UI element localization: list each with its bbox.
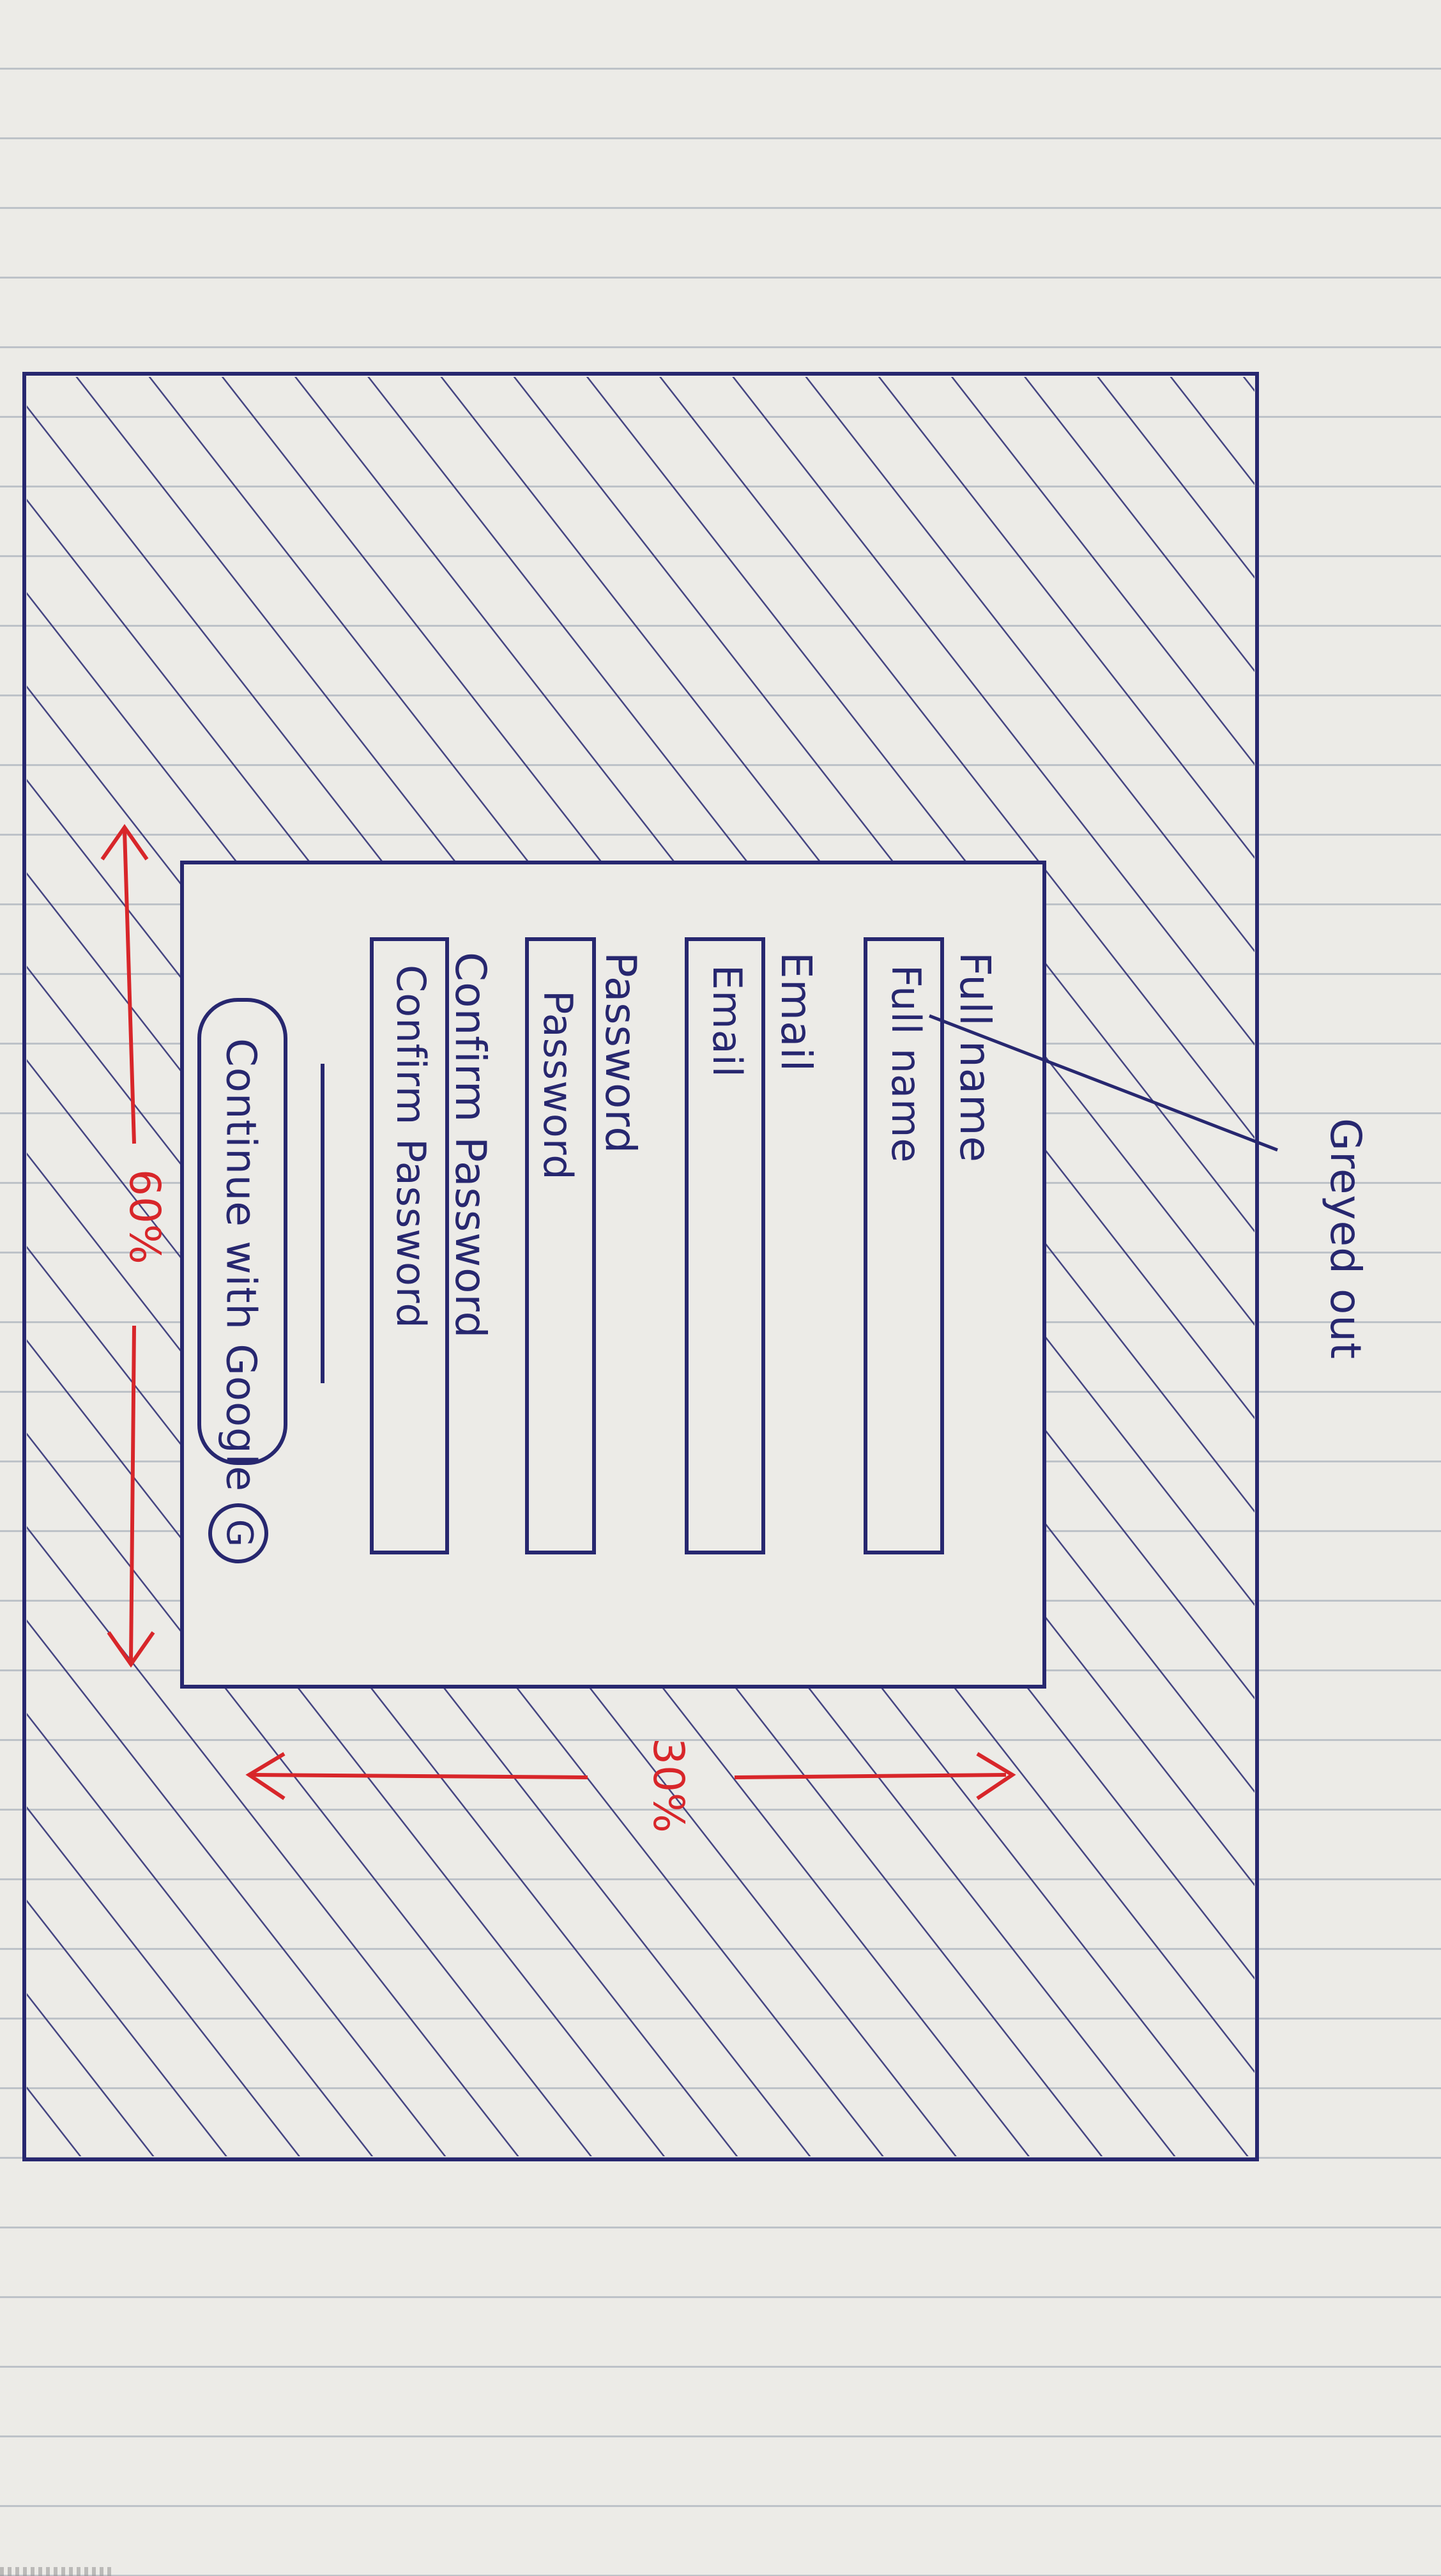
height-arrow-line <box>123 830 136 1144</box>
height-arrow-head-bottom <box>107 1631 155 1668</box>
width-arrow-line <box>252 1773 588 1779</box>
annotation-pointer <box>929 1014 1278 1152</box>
google-button-label: Continue with Google <box>217 1038 264 1492</box>
height-percent-label: 60% <box>120 1169 169 1265</box>
google-button-outline <box>197 998 287 1465</box>
password-placeholder[interactable]: Password <box>535 990 581 1181</box>
screen-frame <box>22 372 1259 2161</box>
email-placeholder[interactable]: Email <box>704 965 751 1078</box>
confirm-password-input-box <box>370 937 449 1554</box>
width-arrow-head-left <box>245 1752 286 1800</box>
email-label: Email <box>772 952 821 1073</box>
width-percent-label: 30% <box>644 1738 693 1834</box>
page-edge-marks <box>0 2567 115 2576</box>
confirm-password-label: Confirm Password <box>446 952 495 1339</box>
fullname-placeholder[interactable]: Full name <box>883 965 929 1163</box>
height-arrow-head-top <box>100 824 149 861</box>
fullname-label: Full name <box>950 952 1000 1163</box>
password-input-box <box>525 937 596 1554</box>
confirm-password-placeholder[interactable]: Confirm Password <box>388 965 434 1329</box>
modal-frame <box>180 861 1046 1689</box>
width-arrow-head-right <box>976 1752 1016 1800</box>
google-icon: G <box>208 1503 268 1563</box>
password-label: Password <box>596 952 645 1154</box>
email-input-box <box>685 937 765 1554</box>
greyed-out-annotation: Greyed out <box>1321 1118 1370 1360</box>
fullname-input-box <box>864 937 944 1554</box>
google-button[interactable]: Continue with GoogleG <box>208 1038 268 1563</box>
